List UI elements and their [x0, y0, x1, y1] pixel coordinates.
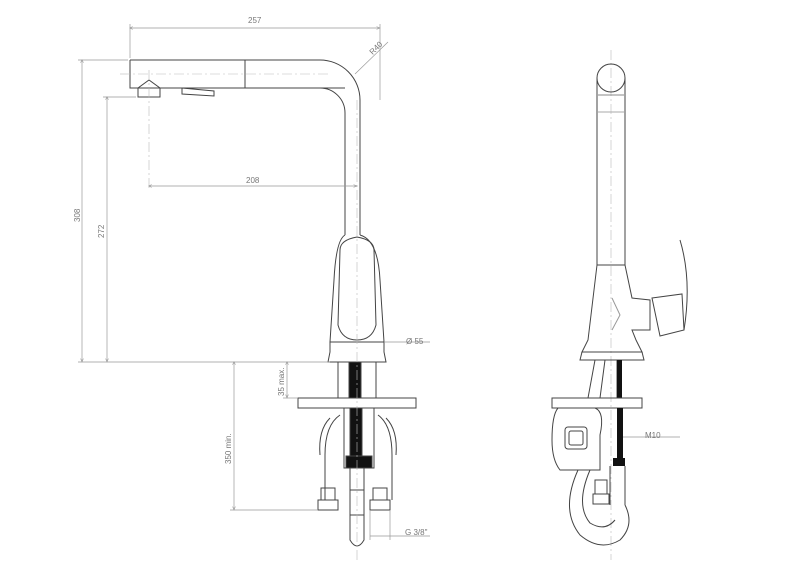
side-view [551, 63, 688, 546]
handle-side [651, 293, 685, 337]
spray-nozzle [137, 79, 161, 98]
dimension-lines [78, 24, 680, 540]
front-view [129, 59, 417, 547]
dim-connection-thread: G 3/8" [405, 528, 428, 537]
dim-hose-length: 350 min. [224, 433, 233, 464]
dim-height-total: 308 [73, 208, 82, 222]
centerlines [120, 50, 612, 560]
dim-height-spout: 272 [97, 224, 106, 238]
dim-spout-reach: 208 [246, 176, 260, 185]
dim-radius: R40 [368, 39, 385, 56]
spray-button [181, 87, 215, 97]
handle-front [337, 236, 377, 341]
dim-base-diameter: Ø 55 [406, 337, 424, 346]
dim-width-total: 257 [248, 16, 262, 25]
dim-stud-thread: M10 [645, 431, 661, 440]
dim-deck-thickness: 35 max. [277, 368, 286, 396]
